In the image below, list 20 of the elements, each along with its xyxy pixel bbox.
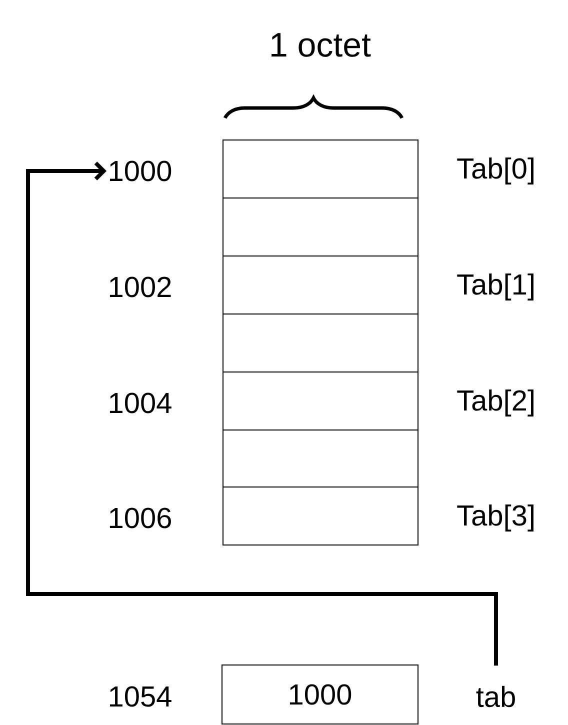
memory-cell <box>222 198 418 256</box>
address-label: 1004 <box>110 392 172 414</box>
variable-label: Tab[1] <box>457 273 534 301</box>
dimension-label: 1 octet <box>272 33 371 57</box>
address-label: 1006 <box>110 508 171 528</box>
address-label: 1054 <box>110 686 172 707</box>
variable-label: Tab[0] <box>457 157 534 185</box>
address-label: 1002 <box>110 276 171 298</box>
memory-cell <box>222 372 418 430</box>
value-box: 1000 <box>222 664 418 724</box>
memory-cell <box>222 256 418 314</box>
address-label: 1000 <box>110 160 172 182</box>
memory-cell <box>222 314 418 372</box>
memory-cell <box>222 140 418 198</box>
arrow <box>26 162 498 666</box>
memory-cell <box>222 486 418 546</box>
variable-label: Tab[3] <box>457 504 534 532</box>
variable-label: Tab[2] <box>457 389 534 417</box>
memory-cell <box>222 430 418 488</box>
variable-label: tab <box>476 686 515 708</box>
